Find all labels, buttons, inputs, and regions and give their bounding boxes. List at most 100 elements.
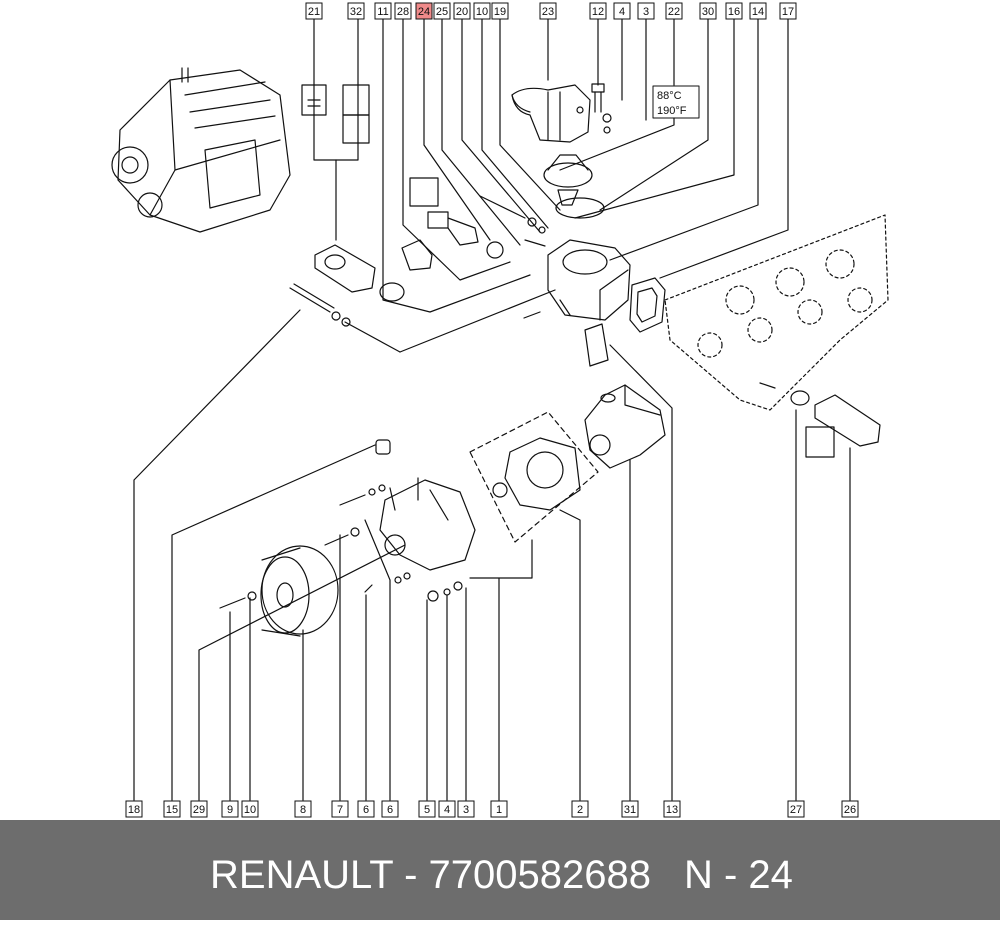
label-box-bottom-7 (357, 800, 375, 818)
thermostat-housing (511, 84, 591, 143)
label-box-top-13 (665, 2, 683, 20)
callout-number: 25 (436, 6, 448, 18)
label-box-top-16 (749, 2, 767, 20)
label-box-bottom-2 (190, 800, 208, 818)
gasket-14 (629, 277, 666, 333)
sensor-28 (401, 239, 433, 271)
callout-number: 27 (790, 804, 802, 816)
callout-number: 8 (300, 804, 306, 816)
callout-number: 15 (166, 804, 178, 816)
label-box-top-11 (613, 2, 631, 20)
callout-number: 2 (577, 804, 583, 816)
label-box-top-14 (699, 2, 717, 20)
label-box-bottom-1 (163, 800, 181, 818)
callout-number: 6 (363, 804, 369, 816)
callout-number: 21 (308, 6, 320, 18)
outlet-housing (547, 239, 631, 321)
label-box-top-17 (779, 2, 797, 20)
label-box-top-4 (415, 2, 433, 20)
callout-number: 5 (424, 804, 430, 816)
label-box-top-6 (453, 2, 471, 20)
callout-number: 29 (193, 804, 205, 816)
label-box-bottom-17 (841, 800, 859, 818)
label-box-bottom-15 (663, 800, 681, 818)
pulley-8 (260, 545, 339, 637)
exploded-parts-diagram: 88°C 190°F 21321128242520101923124322301… (111, 2, 889, 818)
callout-number: 13 (666, 804, 678, 816)
callout-number: 32 (350, 6, 362, 18)
label-box-bottom-3 (221, 800, 239, 818)
thermometer-icon-32 (342, 84, 370, 144)
callout-number: 31 (624, 804, 636, 816)
temp-celsius: 88°C (657, 90, 682, 102)
water-pump-1 (375, 439, 476, 571)
label-box-bottom-8 (381, 800, 399, 818)
thermometer-icon-21 (301, 84, 327, 116)
label-box-bottom-5 (294, 800, 312, 818)
thermostat (543, 154, 605, 219)
callout-number: 30 (702, 6, 714, 18)
sensor-24 (427, 211, 504, 259)
callout-number: 24 (418, 6, 430, 18)
callout-number: 20 (456, 6, 468, 18)
callout-number: 17 (782, 6, 794, 18)
label-box-top-7 (473, 2, 491, 20)
label-box-bottom-11 (457, 800, 475, 818)
callout-number: 26 (844, 804, 856, 816)
leader-lines-top (313, 17, 789, 313)
callout-number: 23 (542, 6, 554, 18)
gasket-2 (469, 411, 599, 543)
callout-number: 10 (244, 804, 256, 816)
temperature-callout (652, 85, 700, 119)
callout-number: 1 (496, 804, 502, 816)
thermometer-icon-27 (805, 426, 835, 458)
callout-number: 19 (494, 6, 506, 18)
part-number: RENAULT - 7700582688 (210, 853, 652, 897)
label-box-top-1 (347, 2, 365, 20)
callout-number: 28 (397, 6, 409, 18)
bolt-12 (591, 83, 612, 134)
label-box-bottom-10 (438, 800, 456, 818)
label-box-top-0 (305, 2, 323, 20)
label-box-bottom-0 (125, 800, 143, 818)
sensor-26 (759, 382, 881, 447)
hose-13 (584, 323, 609, 367)
label-box-bottom-4 (241, 800, 259, 818)
callout-number: 4 (619, 6, 625, 18)
footer-bar: RENAULT - 7700582688 N - 24 (0, 820, 1000, 920)
callout-number: 9 (227, 804, 233, 816)
label-box-top-3 (394, 2, 412, 20)
fasteners (219, 484, 463, 609)
label-box-bottom-13 (571, 800, 589, 818)
label-box-top-2 (374, 2, 392, 20)
bolt-18 (289, 283, 541, 327)
callout-number: 16 (728, 6, 740, 18)
label-box-bottom-9 (418, 800, 436, 818)
label-box-bottom-12 (490, 800, 508, 818)
callout-number: 14 (752, 6, 764, 18)
label-box-bottom-6 (331, 800, 349, 818)
callout-number: 11 (377, 6, 388, 18)
cylinder-head (664, 214, 889, 411)
callout-number: 3 (643, 6, 649, 18)
label-box-bottom-16 (787, 800, 805, 818)
callout-number: 3 (463, 804, 469, 816)
label-box-bottom-14 (621, 800, 639, 818)
thermometer-icon-24 (409, 177, 439, 207)
label-box-top-10 (589, 2, 607, 20)
label-box-top-12 (637, 2, 655, 20)
callout-number: 22 (668, 6, 680, 18)
temp-fahrenheit: 190°F (657, 105, 687, 117)
label-box-top-9 (539, 2, 557, 20)
engine-thumbnail (111, 67, 291, 233)
callout-number: 7 (337, 804, 343, 816)
pump-housing-31 (584, 384, 666, 469)
label-box-top-15 (725, 2, 743, 20)
bolt-20 (479, 195, 546, 247)
label-box-top-5 (433, 2, 451, 20)
callout-number: 4 (444, 804, 450, 816)
callout-number: 6 (387, 804, 393, 816)
